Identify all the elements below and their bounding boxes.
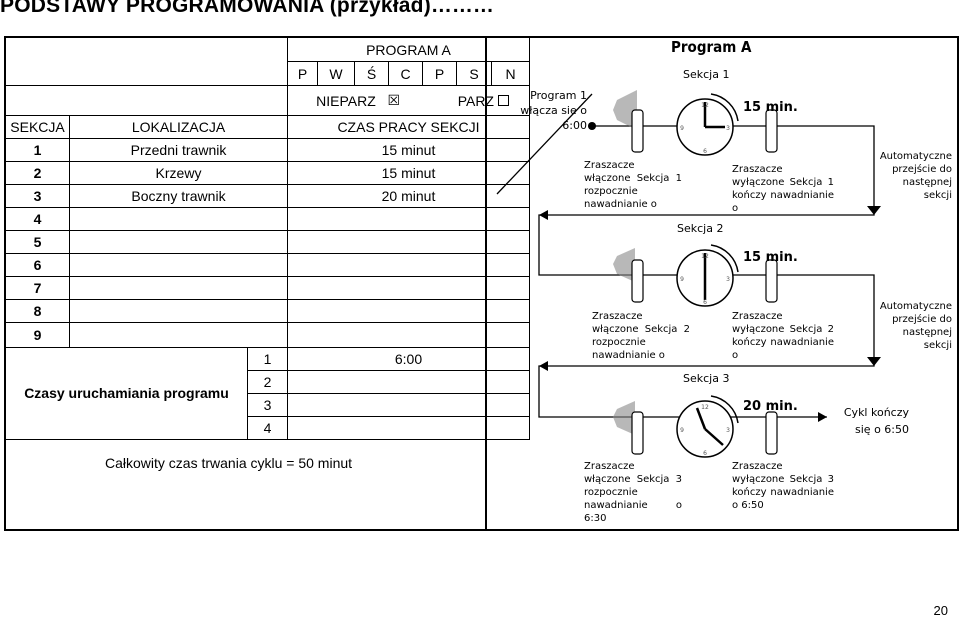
nieparz-label: NIEPARZ [316,92,376,109]
program-table: PROGRAM A P W Ś C P S N NIEPARZ ☒ PARZ S… [5,37,530,440]
arrow-right-end [818,412,827,422]
section-2-on-text: Zraszacze włączone Sekcja 2 rozpocznie n… [592,311,690,361]
section-2-off-text: Zraszacze wyłączone Sekcja 2 kończy nawa… [732,311,834,361]
col-lokalizacja: LOKALIZACJA [69,115,288,139]
odd-even-row: NIEPARZ ☒ PARZ [287,85,530,116]
section-1-on-text: Zraszacze włączone Sekcja 1 rozpocznie n… [584,160,682,210]
row-num: 4 [5,207,70,231]
row-num: 2 [5,161,70,185]
row-time [287,299,530,323]
page-title: PODSTAWY PROGRAMOWANIA (przykład)……… [0,0,494,17]
start-pointer-line [496,93,593,195]
row-num: 3 [5,184,70,208]
clock-num: 9 [680,427,684,434]
clock-num: 12 [701,253,709,260]
row-location: Boczny trawnik [69,184,288,208]
section-1-label: Sekcja 1 [683,68,730,81]
row-location: Przedni trawnik [69,138,288,162]
start-num: 2 [247,370,288,394]
arrow-down-1 [867,206,881,215]
parz-label: PARZ [457,92,494,109]
row-location [69,253,288,277]
diagram-graphic: 12 3 6 9 12 3 6 9 12 3 6 9 [496,90,881,458]
clock-hands [695,102,725,446]
row-location [69,207,288,231]
section-2-minutes: 15 min. [743,250,798,265]
clock-num: 3 [726,427,730,434]
row-num: 6 [5,253,70,277]
start-node [588,122,596,130]
clock-num: 6 [703,450,707,457]
diagram-title: Program A [671,38,752,56]
row-num: 9 [5,322,70,348]
col-sekcja: SEKCJA [5,115,70,139]
page-number: 20 [933,603,948,618]
sprinkler-heads [631,109,778,455]
day-w: W [317,61,355,86]
day-c: C [388,61,423,86]
row-time [287,207,530,231]
nieparz-checkbox[interactable]: ☒ [387,92,400,109]
row-location [69,230,288,254]
row-location [69,322,288,348]
day-s: Ś [354,61,389,86]
cycle-end-text: Cykl kończy się o 6:50 [843,406,909,436]
section-3-off-text: Zraszacze wyłączone Sekcja 3 kończy nawa… [732,461,834,511]
program-start-text: Program 1 włącza sie o 6:00 [520,89,587,132]
spray-icons [613,90,637,435]
section-3-on-text: Zraszacze włączone Sekcja 3 rozpocznie n… [584,461,682,524]
start-times-label: Czasy uruchamiania programu [5,347,248,440]
row-time [287,322,530,348]
start-time: 6:00 [287,347,530,371]
row-num: 1 [5,138,70,162]
start-time [287,370,530,394]
row-num: 7 [5,276,70,300]
row-num: 5 [5,230,70,254]
program-diagram: Program A Program 1 włącza sie o 6:00 [487,36,955,529]
start-time [287,416,530,440]
clock-num: 9 [680,125,684,132]
clock-num: 9 [680,276,684,283]
row-time: 15 minut [287,138,530,162]
row-time [287,230,530,254]
row-location: Krzewy [69,161,288,185]
section-2-next-text: Automatyczne przejście do następnej sekc… [879,301,952,351]
section-3-label: Sekcja 3 [683,372,730,385]
clock-num: 6 [703,299,707,306]
row-num: 8 [5,299,70,323]
section-1-minutes: 15 min. [743,100,798,115]
clock-num: 6 [703,148,707,155]
start-num: 4 [247,416,288,440]
section-2-label: Sekcja 2 [677,222,724,235]
clock-num: 12 [701,102,709,109]
day-p: P [287,61,318,86]
clock-num: 12 [701,404,709,411]
clock-num: 3 [726,125,730,132]
section-1-off-text: Zraszacze wyłączone Sekcja 1 kończy nawa… [732,164,834,214]
section-3-minutes: 20 min. [743,399,798,414]
clock-num: 3 [726,276,730,283]
arrow-left-1 [539,210,548,220]
total-cycle-time: Całkowity czas trwania cyklu = 50 minut [105,455,353,471]
day-n: N [491,61,530,86]
start-num: 1 [247,347,288,371]
row-location [69,299,288,323]
row-time: 15 minut [287,161,530,185]
day-p2: P [422,61,457,86]
col-czas: CZAS PRACY SEKCJI [287,115,530,139]
arrow-left-2 [539,361,548,371]
row-location [69,276,288,300]
section-1-next-text: Automatyczne przejście do następnej sekc… [879,151,952,201]
arrow-down-2 [867,357,881,366]
parz-checkbox[interactable] [497,95,509,107]
start-num: 3 [247,393,288,417]
program-header: PROGRAM A [287,37,530,62]
clock-arcs [710,93,739,424]
